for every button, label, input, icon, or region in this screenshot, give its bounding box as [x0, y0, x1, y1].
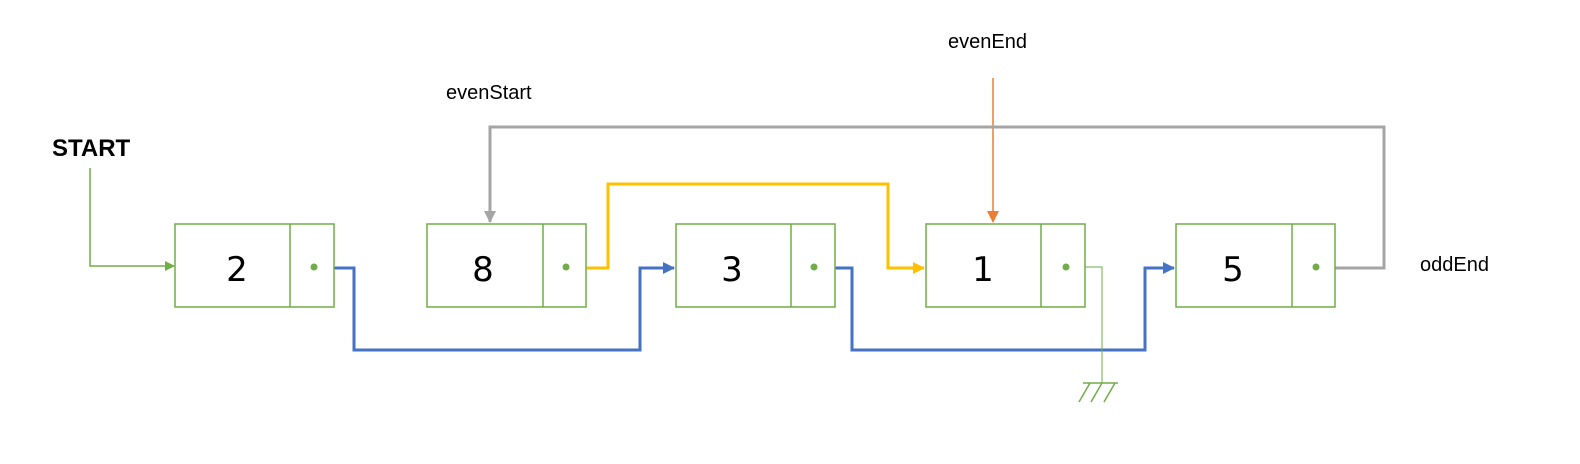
- ground-icon: [1078, 382, 1118, 403]
- odd-end-label: oddEnd: [1420, 254, 1489, 276]
- next-pointer-dot: [810, 263, 818, 271]
- link-3-to-5: [814, 262, 1175, 352]
- link-8-to-1: [566, 182, 925, 274]
- start-pointer-arrow: [89, 168, 175, 271]
- node-8: 8: [426, 223, 587, 308]
- even-start-label: evenStart: [446, 82, 532, 104]
- even-end-label: evenEnd: [948, 31, 1027, 53]
- node-5: 5: [1175, 223, 1336, 308]
- odd-end-to-even-start-link: [484, 125, 1386, 270]
- link-2-to-3: [314, 262, 675, 352]
- node-value: 3: [721, 250, 743, 290]
- node-2: 2: [174, 223, 335, 308]
- node-3: 3: [675, 223, 836, 308]
- node-value: 8: [472, 250, 494, 290]
- node-value: 2: [226, 250, 248, 290]
- node-value: 1: [972, 250, 994, 290]
- node-value: 5: [1222, 250, 1244, 290]
- next-pointer-dot: [310, 263, 318, 271]
- next-pointer-dot: [1062, 263, 1070, 271]
- start-label: START: [52, 135, 131, 162]
- node-1: 1: [925, 223, 1086, 308]
- next-pointer-dot: [1312, 263, 1320, 271]
- next-pointer-dot: [562, 263, 570, 271]
